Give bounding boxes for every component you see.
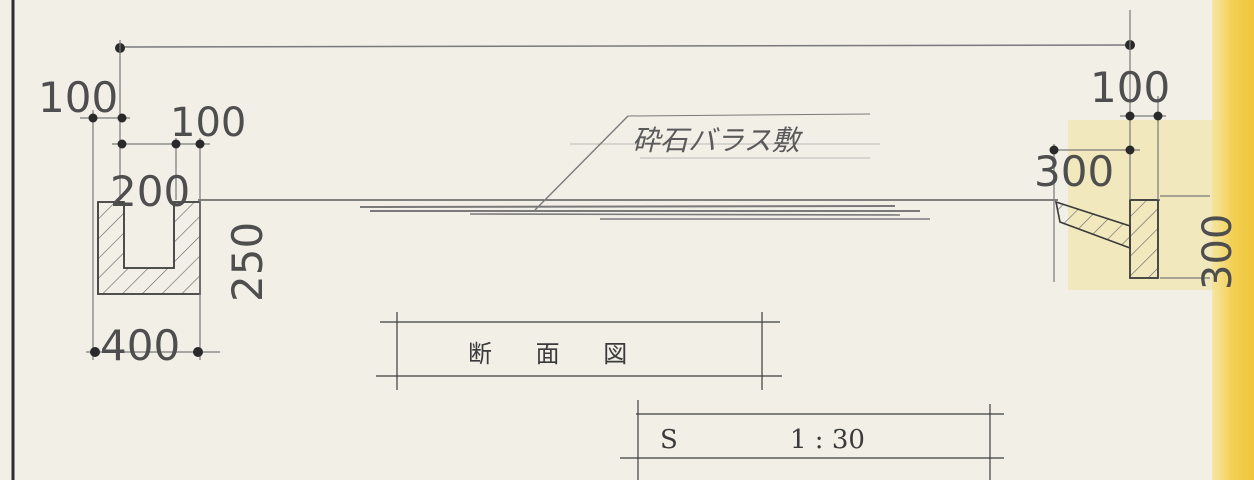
left-u-gutter <box>97 201 201 295</box>
scale-ratio: 1 : 30 <box>790 425 865 455</box>
title-box <box>376 312 782 390</box>
dim-left-total-width: 400 <box>100 321 180 370</box>
scale-prefix: S <box>660 425 678 455</box>
dim-right-height: 300 <box>1195 214 1241 290</box>
right-dimension-lines <box>1049 10 1210 282</box>
overall-dimension-line <box>117 44 1133 48</box>
dim-left-inner-width: 200 <box>110 167 190 216</box>
left-dimension-lines <box>80 40 220 360</box>
title-label: 断 面 図 <box>468 340 645 368</box>
annotation-leader <box>534 115 629 211</box>
yellow-margin <box>1212 0 1254 480</box>
dim-left-height: 250 <box>223 222 272 302</box>
dim-right-top-offset: 100 <box>1090 63 1170 112</box>
scale-box <box>620 400 1004 480</box>
right-curb <box>1054 199 1159 279</box>
dim-right-width: 300 <box>1034 147 1114 196</box>
dim-left-wall: 100 <box>170 100 246 146</box>
annotation-text: 砕石バラス敷 <box>632 124 803 157</box>
gravel-bed <box>359 205 930 220</box>
dim-left-top-offset: 100 <box>38 73 118 122</box>
annotation-underline <box>627 113 871 117</box>
